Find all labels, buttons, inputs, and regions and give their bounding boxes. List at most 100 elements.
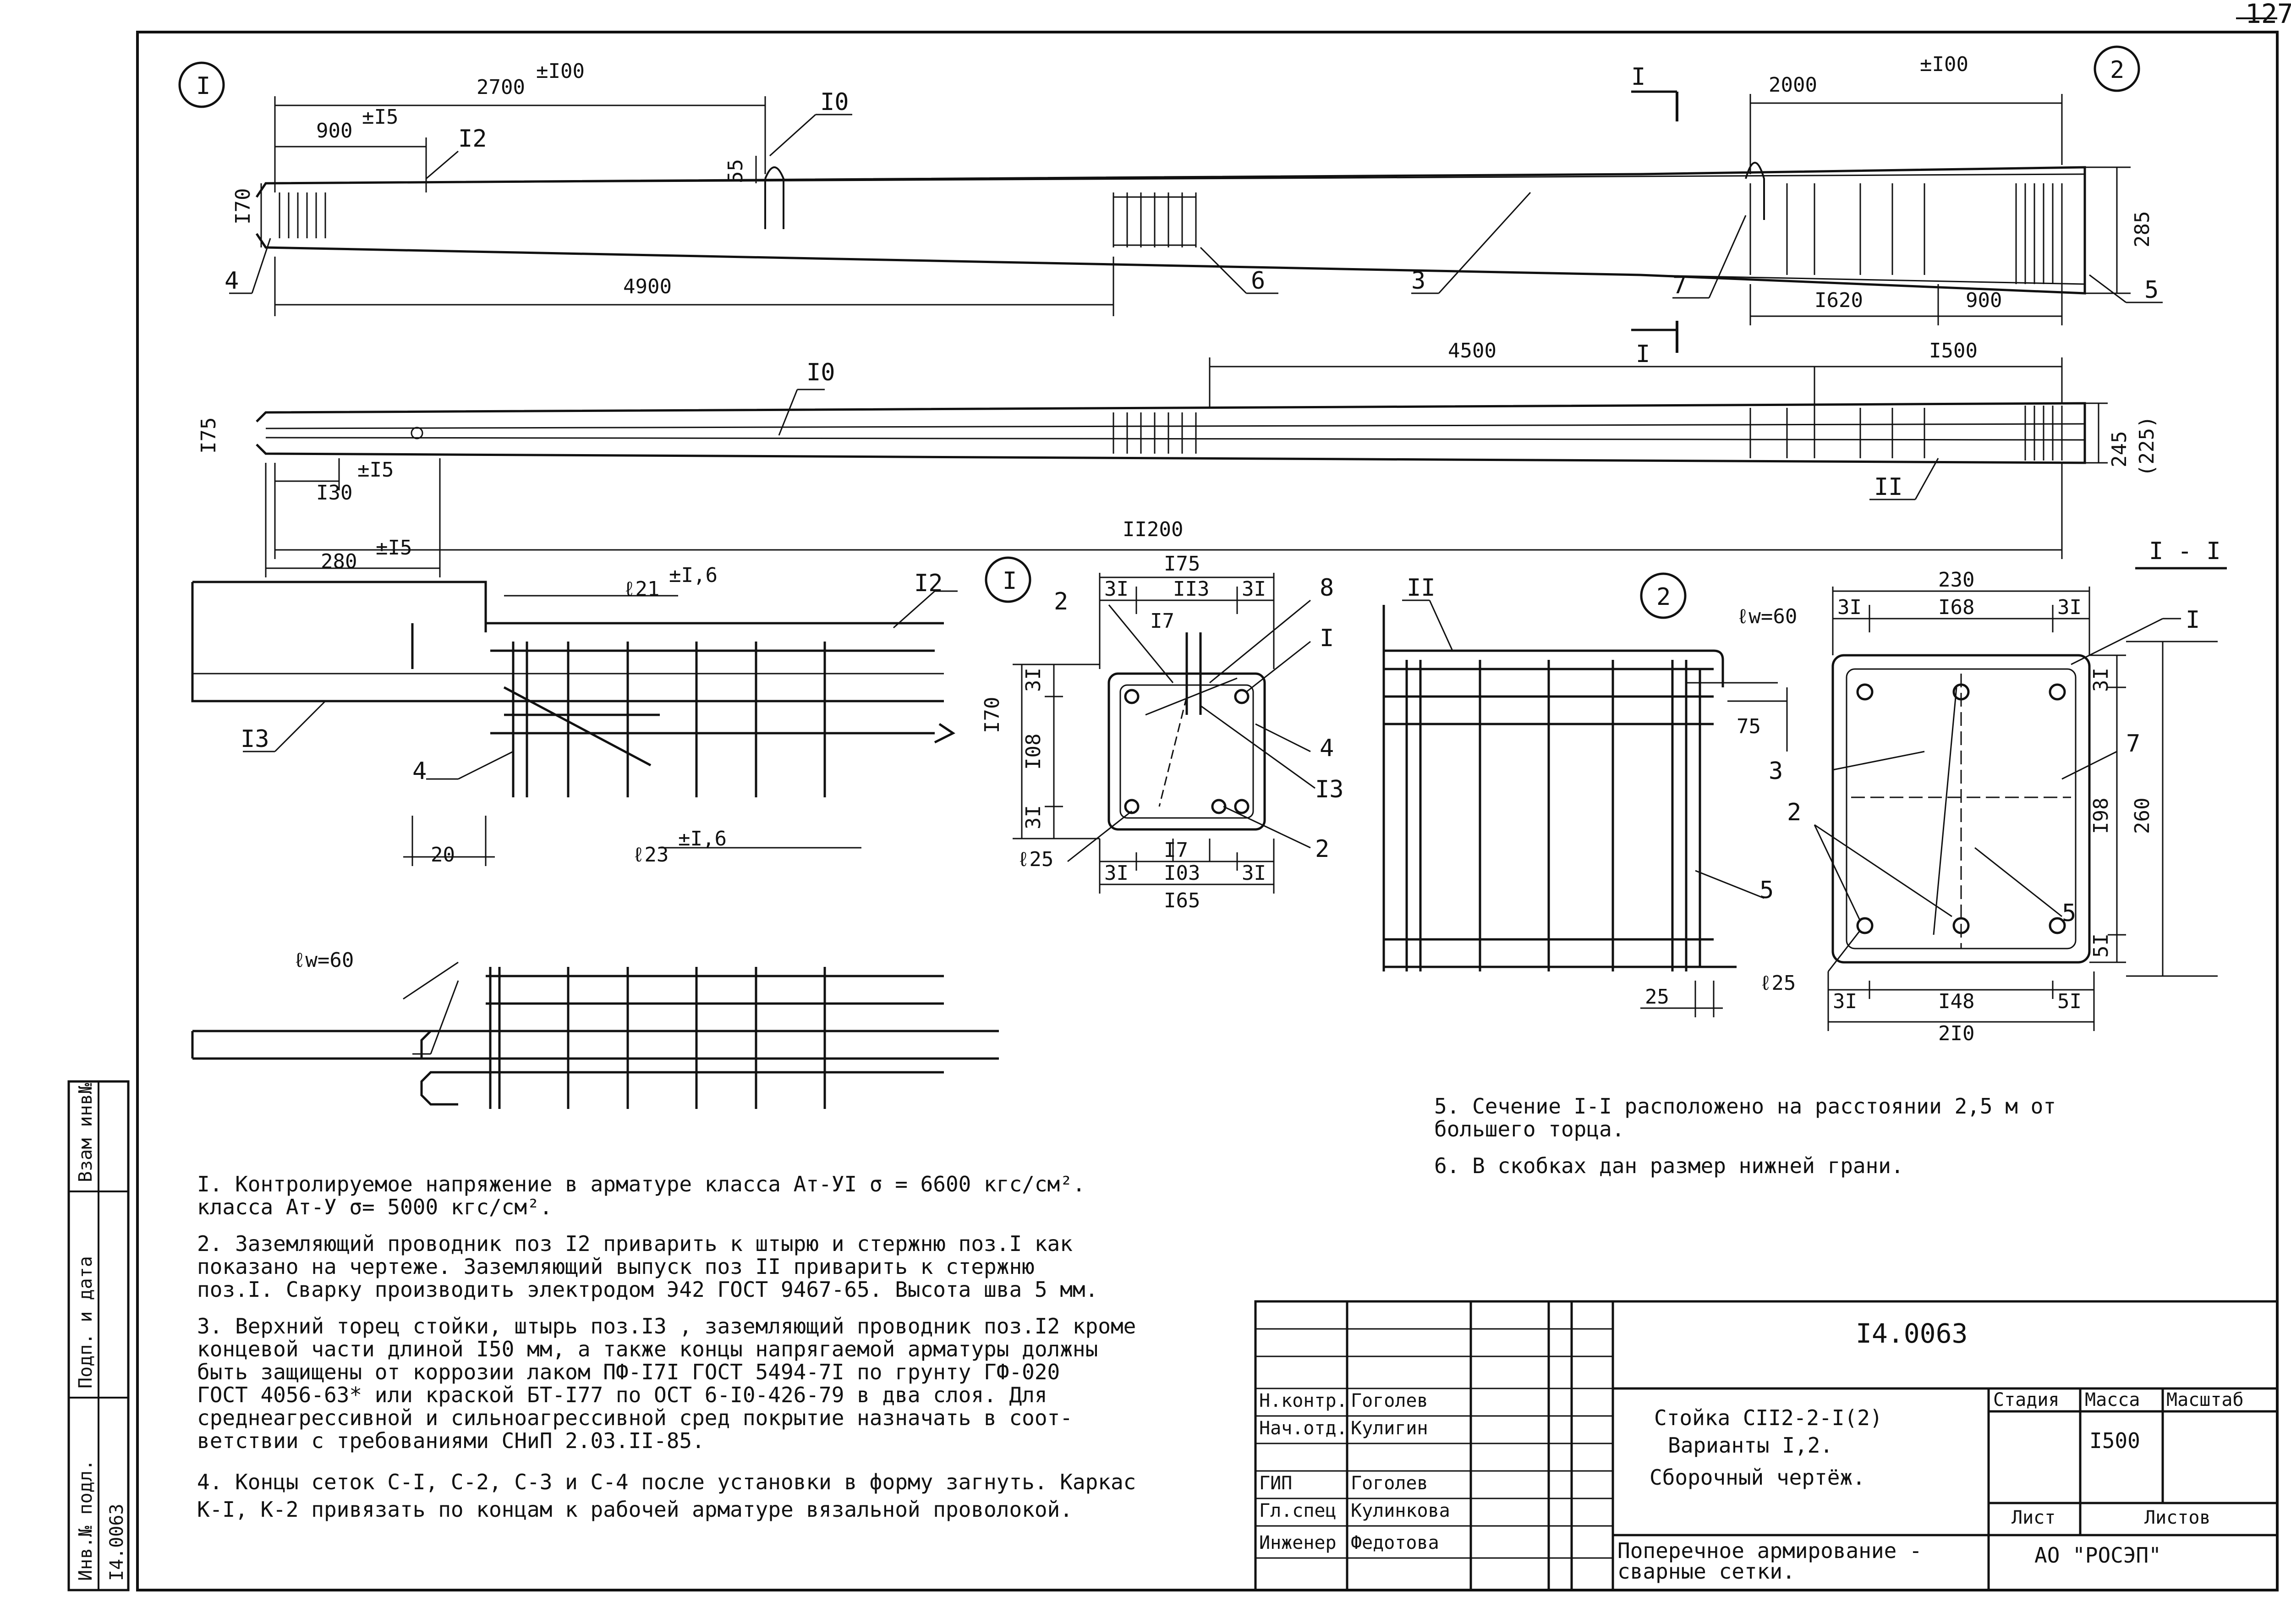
side-stamp-label-2: Подп. и дата (75, 1256, 96, 1388)
svg-text:285: 285 (2131, 211, 2154, 247)
svg-text:±I,6: ±I,6 (669, 564, 718, 587)
svg-text:6: 6 (1251, 267, 1265, 295)
svg-text:245: 245 (2108, 431, 2131, 467)
svg-text:I500: I500 (1929, 339, 1978, 362)
svg-text:3I: 3I (1833, 990, 1857, 1013)
section-2 (1382, 572, 1788, 1017)
svg-text:ветствии с требованиями СНиП 2: ветствии с требованиями СНиП 2.03.II-85. (197, 1428, 705, 1453)
svg-text:АО "РОСЭП": АО "РОСЭП" (2034, 1543, 2161, 1568)
svg-text:Н.контр.: Н.контр. (1259, 1390, 1348, 1411)
svg-text:сварные сетки.: сварные сетки. (1617, 1559, 1795, 1584)
svg-text:I30: I30 (316, 481, 352, 505)
svg-text:5I: 5I (2057, 990, 2082, 1013)
svg-text:Поперечное армирование -: Поперечное армирование - (1617, 1538, 1922, 1563)
svg-text:5I: 5I (2089, 933, 2113, 958)
svg-text:280: 280 (321, 550, 357, 573)
title-block-text: I4.0063 Н.контр. Гоголев Нач.отд. Кулиги… (1259, 1318, 2244, 1584)
svg-text:20: 20 (431, 843, 455, 867)
svg-text:Листов: Листов (2144, 1507, 2211, 1528)
svg-text:4900: 4900 (623, 275, 672, 298)
svg-text:поз.I. Сварку производить элек: поз.I. Сварку производить электродом Э42… (197, 1277, 1098, 1302)
svg-text:3I: 3I (1837, 596, 1862, 619)
svg-text:2: 2 (1787, 799, 1801, 826)
notes-right: 5. Сечение I-I расположено на расстоянии… (1434, 1094, 2056, 1178)
svg-text:Нач.отд.: Нач.отд. (1259, 1418, 1348, 1439)
section-I-I-labels: I - I 230 3I I68 3I 3I I98 260 5I ℓ25 3I… (1759, 538, 2221, 1045)
svg-text:Кулигин: Кулигин (1351, 1418, 1428, 1439)
svg-text:Гоголев: Гоголев (1351, 1473, 1428, 1494)
svg-text:I08: I08 (1022, 734, 1045, 770)
svg-text:ГИП: ГИП (1259, 1473, 1292, 1494)
svg-text:3I: 3I (1242, 861, 1266, 885)
svg-text:I2: I2 (458, 125, 487, 153)
svg-text:I75: I75 (197, 417, 220, 454)
section-1-labels: I I75 3I II3 3I I7 I70 3I I08 3I ℓ25 I7 … (981, 552, 1344, 912)
page-number: 127 (2245, 0, 2291, 29)
side-stamp-label-1: Взам инв№ (75, 1083, 96, 1182)
svg-text:8: 8 (1320, 574, 1334, 602)
svg-text:I7: I7 (1164, 839, 1188, 862)
svg-text:I3: I3 (1315, 776, 1344, 803)
svg-text:2: 2 (2110, 56, 2124, 84)
svg-text:ℓ23: ℓ23 (632, 843, 669, 867)
side-stamp-label-3: Инв.№ подл. (75, 1459, 96, 1581)
svg-text:2I0: 2I0 (1938, 1022, 1974, 1045)
svg-text:К-I, К-2 привязать по концам к: К-I, К-2 привязать по концам к рабочей а… (197, 1497, 1073, 1522)
svg-text:Масса: Масса (2085, 1389, 2140, 1410)
svg-text:большего торца.: большего торца. (1434, 1117, 1624, 1141)
svg-text:I620: I620 (1814, 289, 1863, 312)
svg-text:Варианты I,2.: Варианты I,2. (1668, 1433, 1833, 1458)
section-1 (985, 556, 1315, 894)
svg-text:быть защищены от коррозии лако: быть защищены от коррозии лаком ПФ-I7I Г… (197, 1360, 1060, 1384)
svg-text:2700: 2700 (477, 76, 525, 99)
sheet-frame (136, 31, 2279, 1591)
svg-text:260: 260 (2131, 798, 2154, 834)
svg-text:2. Заземляющий проводник поз I: 2. Заземляющий проводник поз I2 приварит… (197, 1231, 1073, 1256)
svg-text:5: 5 (2062, 900, 2076, 927)
detail-left-labels: I2 I3 4 ℓ21 ±I,6 ℓ23 ±I,6 20 ℓw=60 (241, 564, 943, 972)
svg-text:3I: 3I (2057, 596, 2082, 619)
svg-text:I. Контролируемое напряжение в: I. Контролируемое напряжение в арматуре … (197, 1172, 1085, 1196)
section-I-I-title: I - I (2149, 538, 2221, 565)
svg-text:I48: I48 (1938, 990, 1974, 1013)
svg-text:3I: 3I (1104, 861, 1129, 885)
svg-text:Лист: Лист (2011, 1507, 2055, 1528)
svg-text:I: I (196, 72, 210, 100)
svg-text:±I5: ±I5 (357, 458, 394, 482)
svg-text:ℓ25: ℓ25 (1759, 971, 1796, 995)
svg-text:I7: I7 (1150, 609, 1174, 633)
svg-text:±I00: ±I00 (1920, 53, 1968, 76)
svg-text:900: 900 (316, 119, 352, 143)
mid-view-labels: I75 4500 I500 245 (225) I30 ±I5 II200 28… (197, 339, 2159, 573)
svg-text:Кулинкова: Кулинкова (1351, 1500, 1450, 1521)
svg-text:I75: I75 (1164, 552, 1200, 576)
svg-text:I500: I500 (2089, 1428, 2140, 1453)
svg-text:2: 2 (1315, 835, 1329, 863)
svg-text:I0: I0 (820, 88, 849, 116)
svg-text:показано на чертеже. Заземляющ: показано на чертеже. Заземляющий выпуск … (197, 1254, 1035, 1279)
svg-text:±I5: ±I5 (376, 536, 412, 560)
notes-left: I. Контролируемое напряжение в арматуре … (197, 1172, 1136, 1522)
svg-text:I70: I70 (981, 697, 1004, 733)
svg-text:3I: 3I (1242, 577, 1266, 601)
svg-text:ℓw=60: ℓw=60 (293, 949, 354, 972)
svg-text:4. Концы сеток С-I, С-2, С-3 и: 4. Концы сеток С-I, С-2, С-3 и С-4 после… (197, 1470, 1136, 1494)
svg-text:5: 5 (2144, 276, 2159, 304)
svg-text:I: I (1631, 63, 1645, 91)
svg-text:3I: 3I (1022, 805, 1045, 829)
svg-text:4500: 4500 (1448, 339, 1496, 362)
side-stamp: Взам инв№ Подп. и дата Инв.№ подл. I4.00… (67, 1080, 130, 1591)
top-view-labels: I 2 2700 ±I00 900 ±I5 I70 55 4900 2000 ±… (196, 53, 2159, 312)
svg-text:I: I (1636, 340, 1650, 368)
svg-text:I0: I0 (806, 359, 835, 386)
svg-text:ℓ25: ℓ25 (1017, 848, 1053, 871)
detail-left (191, 581, 999, 1109)
svg-text:I3: I3 (241, 725, 269, 753)
svg-text:I98: I98 (2089, 798, 2113, 834)
svg-text:II3: II3 (1173, 577, 1209, 601)
svg-text:5. Сечение I-I расположено на: 5. Сечение I-I расположено на расстоянии… (1434, 1094, 2056, 1119)
svg-text:ГОСТ 4056-63* или краской БТ-I: ГОСТ 4056-63* или краской БТ-I77 по ОСТ … (197, 1383, 1047, 1407)
svg-text:3I: 3I (2089, 668, 2113, 692)
svg-text:3: 3 (1411, 267, 1425, 295)
svg-text:±I00: ±I00 (536, 60, 585, 83)
